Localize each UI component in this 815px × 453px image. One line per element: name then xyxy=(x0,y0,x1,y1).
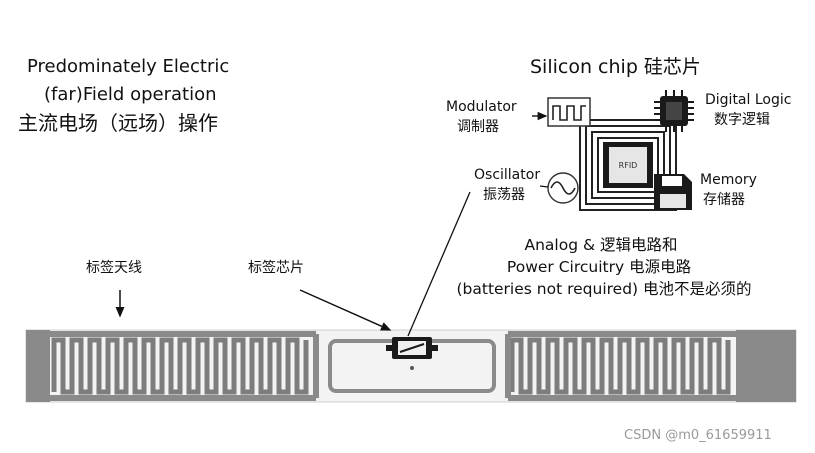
oscillator-label-zh: 振荡器 xyxy=(483,187,525,203)
leader-line xyxy=(407,191,471,337)
antenna-right-pad xyxy=(736,330,796,402)
heading-line-3: 主流电场（远场）操作 xyxy=(18,111,218,135)
modulator-label-zh: 调制器 xyxy=(457,119,499,135)
processor-chip-icon xyxy=(654,90,694,132)
floppy-disk-icon xyxy=(654,174,692,210)
square-wave-icon xyxy=(552,105,586,121)
memory-label-en: Memory xyxy=(700,172,757,188)
tag-chip-graphic xyxy=(386,337,438,370)
watermark: CSDN @m0_61659911 xyxy=(624,428,772,443)
antenna-label: 标签天线 xyxy=(86,260,142,276)
antenna-left-pad xyxy=(26,330,50,402)
digital-logic-label-zh: 数字逻辑 xyxy=(714,112,770,128)
memory-label-zh: 存储器 xyxy=(703,192,745,208)
oscillator-label-en: Oscillator xyxy=(474,167,541,183)
antenna-meander-right xyxy=(509,337,731,395)
silicon-chip-title: Silicon chip 硅芯片 xyxy=(530,56,701,78)
rfid-chip-label: RFID xyxy=(619,161,638,170)
chip-label: 标签芯片 xyxy=(248,260,304,276)
sine-wave-icon xyxy=(550,181,576,195)
analog-line-3: (batteries not required) 电池不是必须的 xyxy=(456,280,752,298)
chip-arrow xyxy=(299,289,392,331)
antenna-trace xyxy=(51,337,309,395)
modulator-label-en: Modulator xyxy=(446,99,517,115)
analog-line-1: Analog & 逻辑电路和 xyxy=(524,236,678,254)
heading-line-2: (far)Field operation xyxy=(44,84,217,105)
antenna-trace xyxy=(509,337,731,395)
analog-line-2: Power Circuitry 电源电路 xyxy=(506,258,692,276)
modulator-box xyxy=(547,97,591,127)
antenna-meander-left xyxy=(51,337,309,395)
digital-logic-label-en: Digital Logic xyxy=(705,92,792,108)
silicon-chip-graphic: RFID xyxy=(532,90,694,211)
heading-line-1: Predominately Electric xyxy=(27,56,230,77)
